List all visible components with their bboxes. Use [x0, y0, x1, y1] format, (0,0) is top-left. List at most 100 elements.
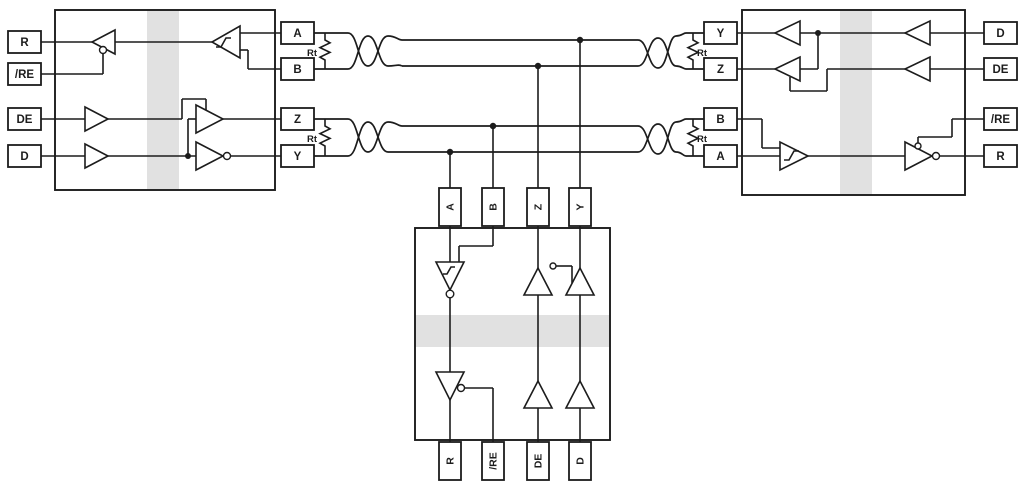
isolation-barrier: [840, 10, 872, 195]
resistor-label: Rt: [697, 134, 708, 145]
resistor-zigzag: [686, 119, 700, 156]
de-buffer: [903, 55, 931, 83]
bus-bottom-pair: [314, 118, 704, 157]
driver-y: [564, 266, 596, 296]
junction-dot: [489, 122, 497, 130]
left-transceiver-pin-b: B: [280, 57, 315, 81]
left-transceiver-pin-re: /RE: [7, 62, 42, 86]
hysteresis-icon: [216, 37, 231, 48]
pin-label: A: [445, 203, 457, 211]
driver-z: [522, 266, 554, 296]
junction-dot: [815, 30, 821, 36]
bottom-transceiver-pin-y: Y: [568, 187, 592, 227]
bottom-pair-wires: [314, 118, 704, 157]
pin-label: Z: [533, 203, 545, 210]
bus-stubs: [449, 40, 581, 188]
resistor-zigzag: [686, 33, 700, 69]
right-transceiver-pin-a: A: [703, 144, 738, 168]
bus-receiver: [779, 140, 810, 172]
receiver-output-buffer: [434, 371, 466, 402]
right-transceiver-pin-z: Z: [703, 57, 738, 81]
hysteresis-icon: [784, 150, 799, 161]
isolation-barrier: [147, 10, 179, 190]
junction-dot: [446, 148, 454, 156]
enable-inversion-bubble: [456, 383, 466, 393]
pin-label: DE: [533, 454, 545, 469]
resistor-label: Rt: [307, 48, 318, 59]
resistor-label: Rt: [307, 134, 318, 145]
top-pair-wires: [314, 32, 704, 70]
bottom-transceiver-outline: [414, 227, 611, 441]
junction-dot: [534, 62, 542, 70]
pin-label: A: [293, 28, 301, 40]
pin-label: B: [293, 64, 301, 76]
output-inversion-bubble: [222, 151, 232, 161]
pin-label: /RE: [15, 69, 35, 81]
driver-y: [773, 19, 801, 47]
right-transceiver-pin-r: R: [983, 144, 1018, 168]
bus-top-pair: [314, 32, 704, 70]
pin-label: D: [575, 457, 587, 465]
bottom-transceiver-pin-de: DE: [526, 441, 550, 481]
pin-label: R: [445, 457, 457, 465]
right-transceiver: Y Z B A D DE /RE R: [703, 9, 1018, 196]
resistor-label: Rt: [697, 48, 708, 59]
bottom-transceiver-pin-r: R: [438, 441, 462, 481]
driver-z: [773, 55, 801, 83]
driver-z: [195, 103, 225, 135]
pin-label: A: [716, 151, 724, 163]
junction-dot: [185, 153, 191, 159]
left-transceiver-pin-z: Z: [280, 107, 315, 131]
output-inversion-bubble: [931, 151, 941, 161]
left-transceiver-pin-d: D: [7, 144, 42, 168]
termination-resistor-right-bottom: Rt: [686, 119, 708, 156]
pin-label: Y: [575, 203, 587, 210]
pin-label: Z: [294, 114, 301, 126]
bottom-transceiver-pin-b: B: [481, 187, 505, 227]
bottom-transceiver-pin-d: D: [568, 441, 592, 481]
pin-label: D: [20, 151, 28, 163]
bottom-transceiver-pin-re: /RE: [481, 441, 505, 481]
termination-resistor-left-bottom: Rt: [307, 119, 332, 156]
left-transceiver-pin-a: A: [280, 21, 315, 45]
d-buffer: [564, 379, 596, 409]
d-buffer: [903, 19, 931, 47]
pin-label: /RE: [488, 452, 500, 470]
output-inversion-bubble: [445, 289, 455, 299]
left-transceiver: R /RE DE D A B Z Y: [7, 9, 315, 191]
pin-label: R: [996, 151, 1005, 163]
junction-dot: [576, 36, 584, 44]
driver-y: [195, 140, 225, 172]
pin-label: DE: [17, 114, 33, 126]
left-transceiver-pin-y: Y: [280, 144, 315, 168]
right-transceiver-pin-y: Y: [703, 21, 738, 45]
right-transceiver-wiring: [737, 32, 984, 157]
pin-label: Y: [717, 28, 725, 40]
pin-label: D: [996, 28, 1004, 40]
left-transceiver-pin-de: DE: [7, 107, 42, 131]
pin-label: Z: [717, 64, 724, 76]
bus-receiver: [434, 261, 466, 292]
right-transceiver-outline: [741, 9, 966, 196]
hysteresis-icon: [443, 266, 455, 275]
left-transceiver-outline: [54, 9, 276, 191]
de-buffer: [84, 105, 110, 133]
pin-label: DE: [993, 64, 1009, 76]
enable-inversion-bubble: [549, 262, 557, 270]
bottom-transceiver-pin-z: Z: [526, 187, 550, 227]
right-transceiver-pin-de: DE: [983, 57, 1018, 81]
enable-inversion-bubble: [98, 45, 108, 55]
pin-label: B: [488, 203, 500, 211]
isolation-barrier: [415, 315, 610, 347]
enable-inversion-bubble: [914, 142, 922, 150]
d-buffer: [84, 142, 110, 170]
right-transceiver-pin-d: D: [983, 21, 1018, 45]
bottom-transceiver-pin-a: A: [438, 187, 462, 227]
left-transceiver-pin-r: R: [7, 30, 42, 54]
pin-label: B: [716, 114, 724, 126]
de-buffer: [522, 379, 554, 409]
termination-resistor-right-top: Rt: [686, 33, 708, 69]
resistor-zigzag: [318, 33, 332, 69]
pin-label: R: [20, 37, 29, 49]
